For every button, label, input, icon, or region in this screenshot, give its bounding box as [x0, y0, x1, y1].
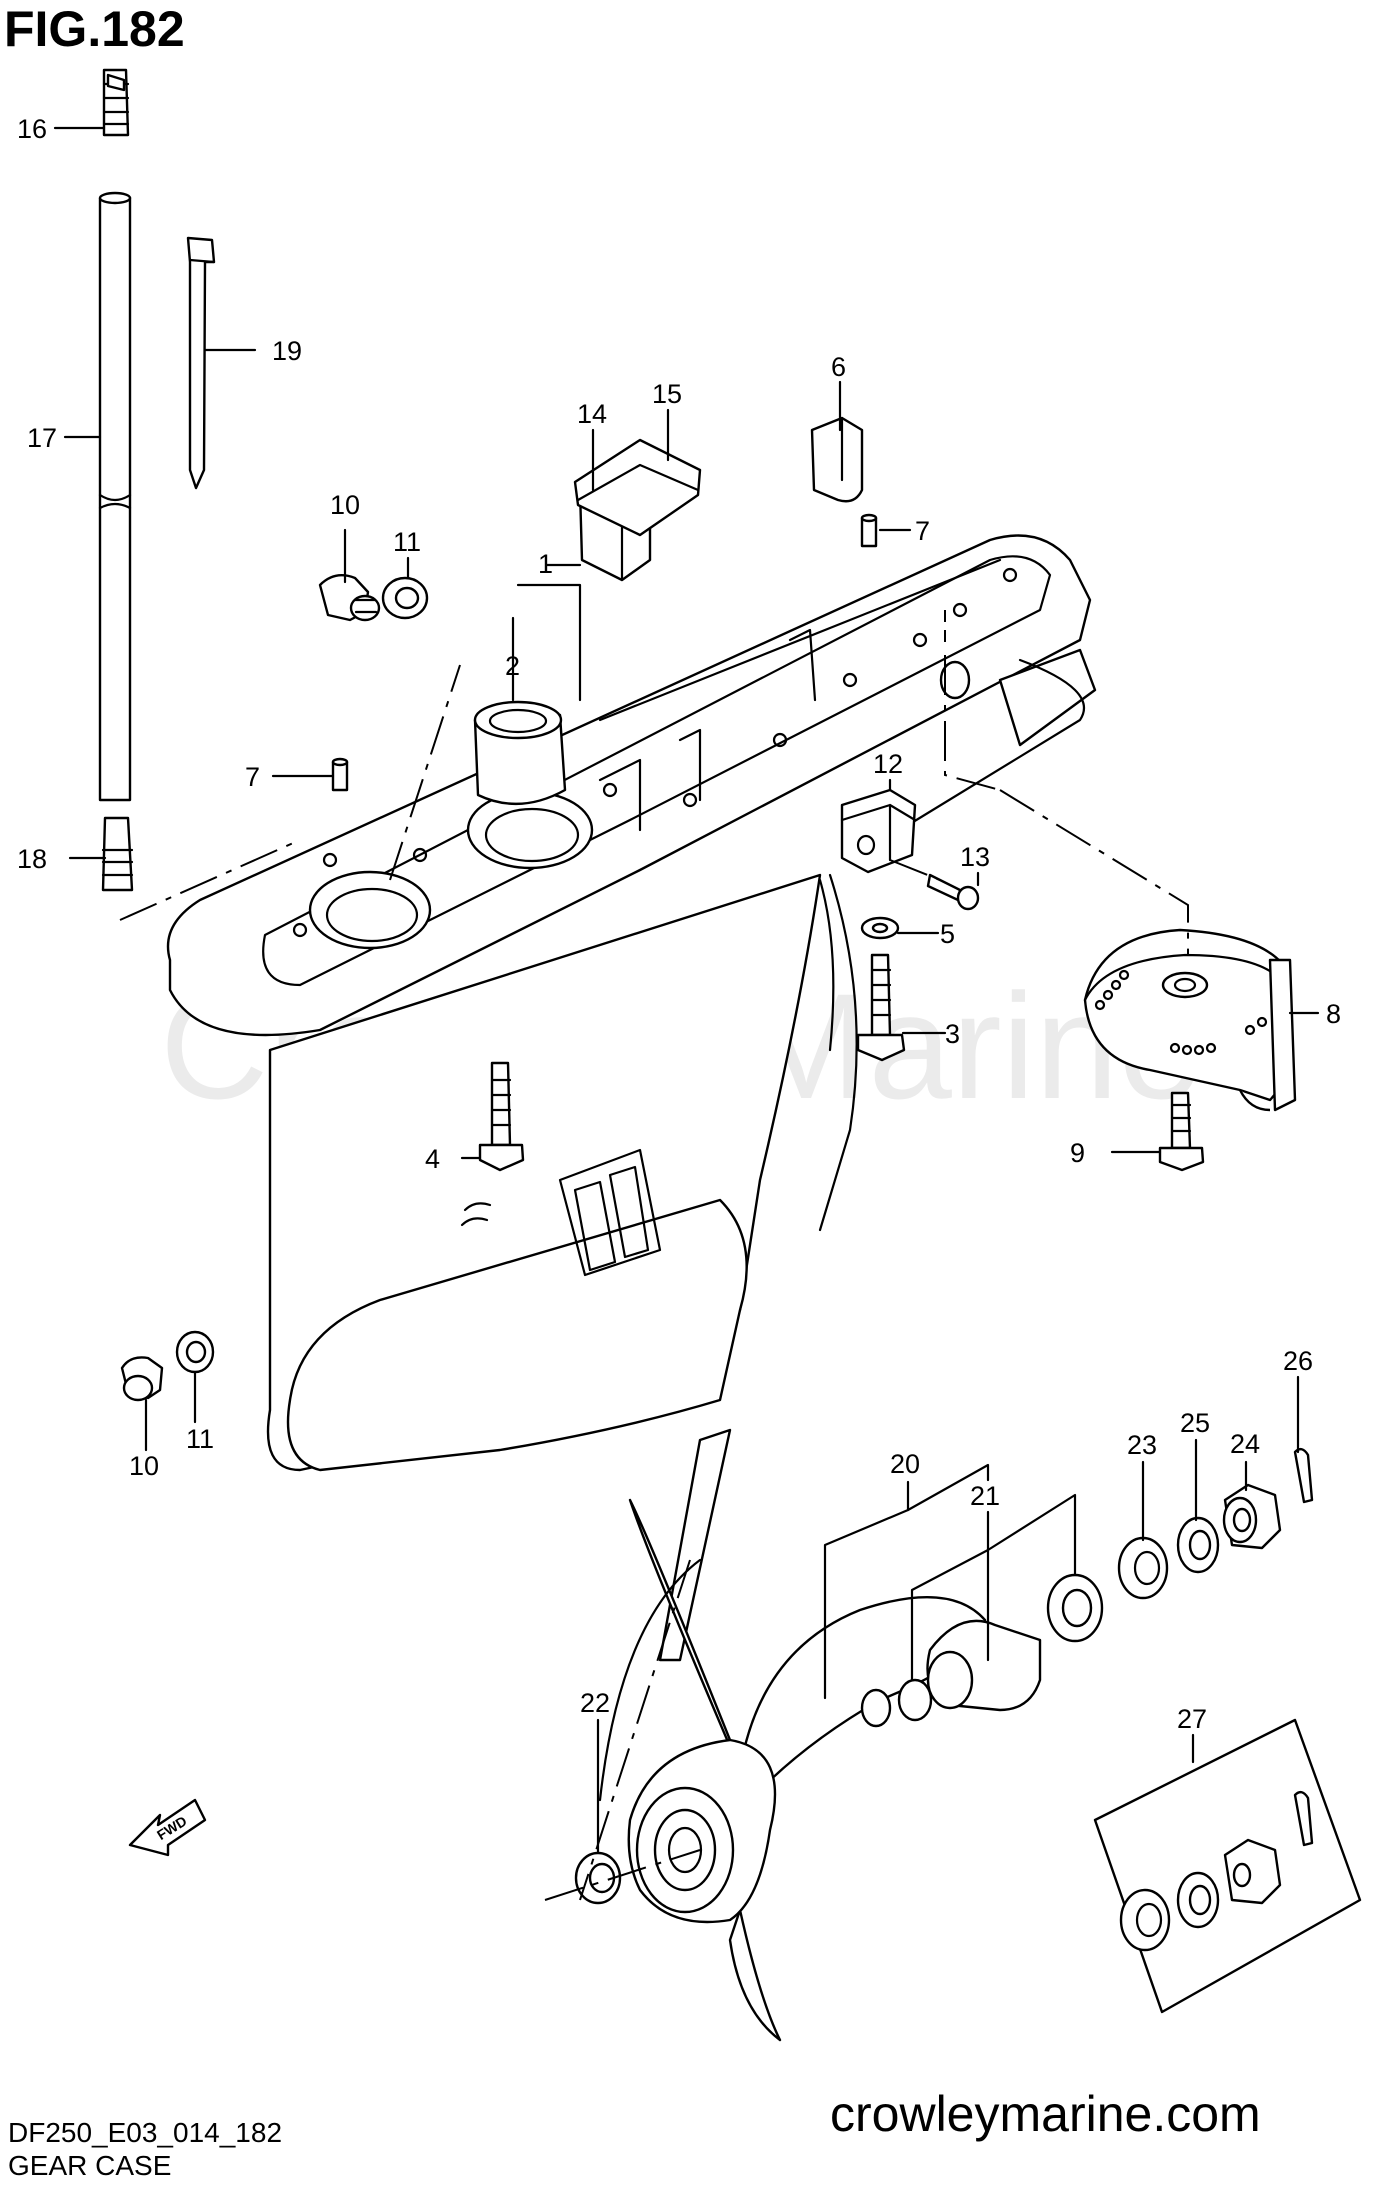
callout-4: 4 — [425, 1144, 440, 1174]
website-label: crowleymarine.com — [830, 2086, 1261, 2142]
callout-2: 2 — [505, 651, 520, 681]
part-22-spacer — [574, 1851, 622, 1905]
callout-1: 1 — [538, 549, 553, 579]
part-10-plug-top — [318, 574, 381, 622]
callout-7-left: 7 — [245, 762, 260, 792]
callouts: 16 17 19 14 15 6 7 10 11 1 2 7 12 13 18 … — [17, 114, 1341, 1734]
callout-24: 24 — [1230, 1429, 1260, 1459]
callout-27: 27 — [1177, 1704, 1207, 1734]
callout-10-top: 10 — [330, 490, 360, 520]
callout-19: 19 — [272, 336, 302, 366]
propeller — [598, 1498, 987, 2042]
callout-11-top: 11 — [393, 527, 421, 557]
callout-13: 13 — [960, 842, 990, 872]
callout-9: 9 — [1070, 1138, 1085, 1168]
part-5-washer — [860, 916, 900, 940]
part-24-nut — [1222, 1483, 1282, 1550]
part-23-washer — [1117, 1536, 1169, 1600]
part-16-fitting — [102, 68, 130, 137]
part-11-washer-bottom — [175, 1330, 215, 1374]
part-19-clip — [186, 236, 216, 490]
part-7-pin-upper — [860, 513, 878, 548]
model-code: DF250_E03_014_182 — [8, 2117, 283, 2148]
callout-20: 20 — [890, 1449, 920, 1479]
callout-18: 18 — [17, 844, 47, 874]
callout-6: 6 — [831, 352, 846, 382]
callout-5: 5 — [940, 919, 955, 949]
gear-case-housing — [166, 534, 1097, 1662]
part-7-pin-left — [331, 757, 349, 792]
callout-11-bottom: 11 — [186, 1424, 214, 1454]
part-6-anode — [810, 416, 864, 503]
part-27-kit — [1093, 1718, 1362, 2014]
callout-12: 12 — [873, 749, 903, 779]
part-15-plate — [573, 438, 702, 537]
fwd-arrow-icon: FWD — [128, 1798, 207, 1857]
part-11-washer-top — [381, 576, 429, 620]
callout-26: 26 — [1283, 1346, 1313, 1376]
callout-21: 21 — [970, 1481, 1000, 1511]
callout-10-bottom: 10 — [129, 1451, 159, 1481]
callout-14: 14 — [577, 399, 607, 429]
part-10-plug-bottom — [120, 1356, 164, 1402]
diagram-caption: GEAR CASE — [8, 2150, 172, 2181]
callout-7-upper: 7 — [915, 516, 930, 546]
callout-22: 22 — [580, 1688, 610, 1718]
leader-lines — [53, 126, 1320, 1854]
part-17-shaft — [98, 191, 132, 802]
part-4-bolt — [478, 1061, 525, 1172]
part-9-bolt — [1158, 1091, 1205, 1172]
part-18-fitting — [101, 816, 134, 892]
callout-3: 3 — [945, 1019, 960, 1049]
part-21-bushing — [860, 1573, 1104, 1728]
part-26-cotter-pin — [1293, 1447, 1314, 1504]
callout-16: 16 — [17, 114, 47, 144]
callout-23: 23 — [1127, 1430, 1157, 1460]
part-3-bolt — [856, 953, 906, 1062]
figure-title: FIG.182 — [4, 1, 185, 57]
callout-15: 15 — [652, 379, 682, 409]
part-12-block — [840, 788, 917, 874]
callout-25: 25 — [1180, 1408, 1210, 1438]
callout-17: 17 — [27, 423, 57, 453]
part-8-trim-tab — [1083, 928, 1297, 1112]
part-25-washer — [1176, 1516, 1220, 1574]
part-13-screw — [926, 873, 980, 911]
callout-8: 8 — [1326, 999, 1341, 1029]
